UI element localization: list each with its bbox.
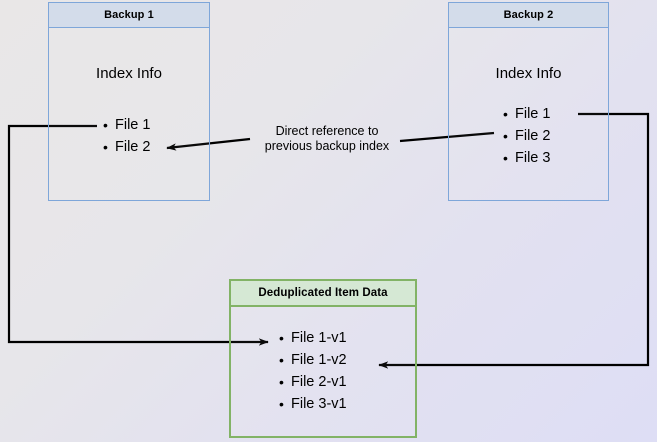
edge-backup2-to-label [399,131,495,143]
list-item: File 2 [503,125,551,147]
edge-backup2-to-dedup [378,112,650,369]
backup1-file-list: File 1 File 2 [101,114,151,158]
node-backup1[interactable]: Backup 1 Index Info File 1 File 2 [48,2,210,201]
edge-label-line1: Direct reference to [275,124,379,138]
node-dedup-header: Deduplicated Item Data [231,281,415,307]
list-item: File 1-v1 [279,327,347,349]
backup2-index-info-label: Index Info [495,65,562,82]
node-backup1-body: Index Info File 1 File 2 [49,28,209,200]
dedup-file-list: File 1-v1 File 1-v2 File 2-v1 File 3-v1 [277,327,347,415]
edge-label-direct-reference: Direct reference to previous backup inde… [247,124,407,154]
backup2-file-list: File 1 File 2 File 3 [501,103,551,169]
list-item: File 3 [503,147,551,169]
list-item: File 1 [103,114,151,136]
node-backup2-header: Backup 2 [449,3,608,28]
node-deduplicated-item-data[interactable]: Deduplicated Item Data File 1-v1 File 1-… [229,279,417,438]
list-item: File 1-v2 [279,349,347,371]
node-backup1-header: Backup 1 [49,3,209,28]
list-item: File 2-v1 [279,371,347,393]
edge-label-to-backup1 [166,137,251,151]
node-backup2-body: Index Info File 1 File 2 File 3 [449,28,608,200]
node-dedup-body: File 1-v1 File 1-v2 File 2-v1 File 3-v1 [231,307,415,436]
edge-backup1-to-dedup [7,124,269,346]
edge-label-line2: previous backup index [264,139,390,153]
node-backup2[interactable]: Backup 2 Index Info File 1 File 2 File 3 [448,2,609,201]
list-item: File 1 [503,103,551,125]
backup1-index-info-label: Index Info [96,65,162,82]
list-item: File 2 [103,136,151,158]
list-item: File 3-v1 [279,393,347,415]
